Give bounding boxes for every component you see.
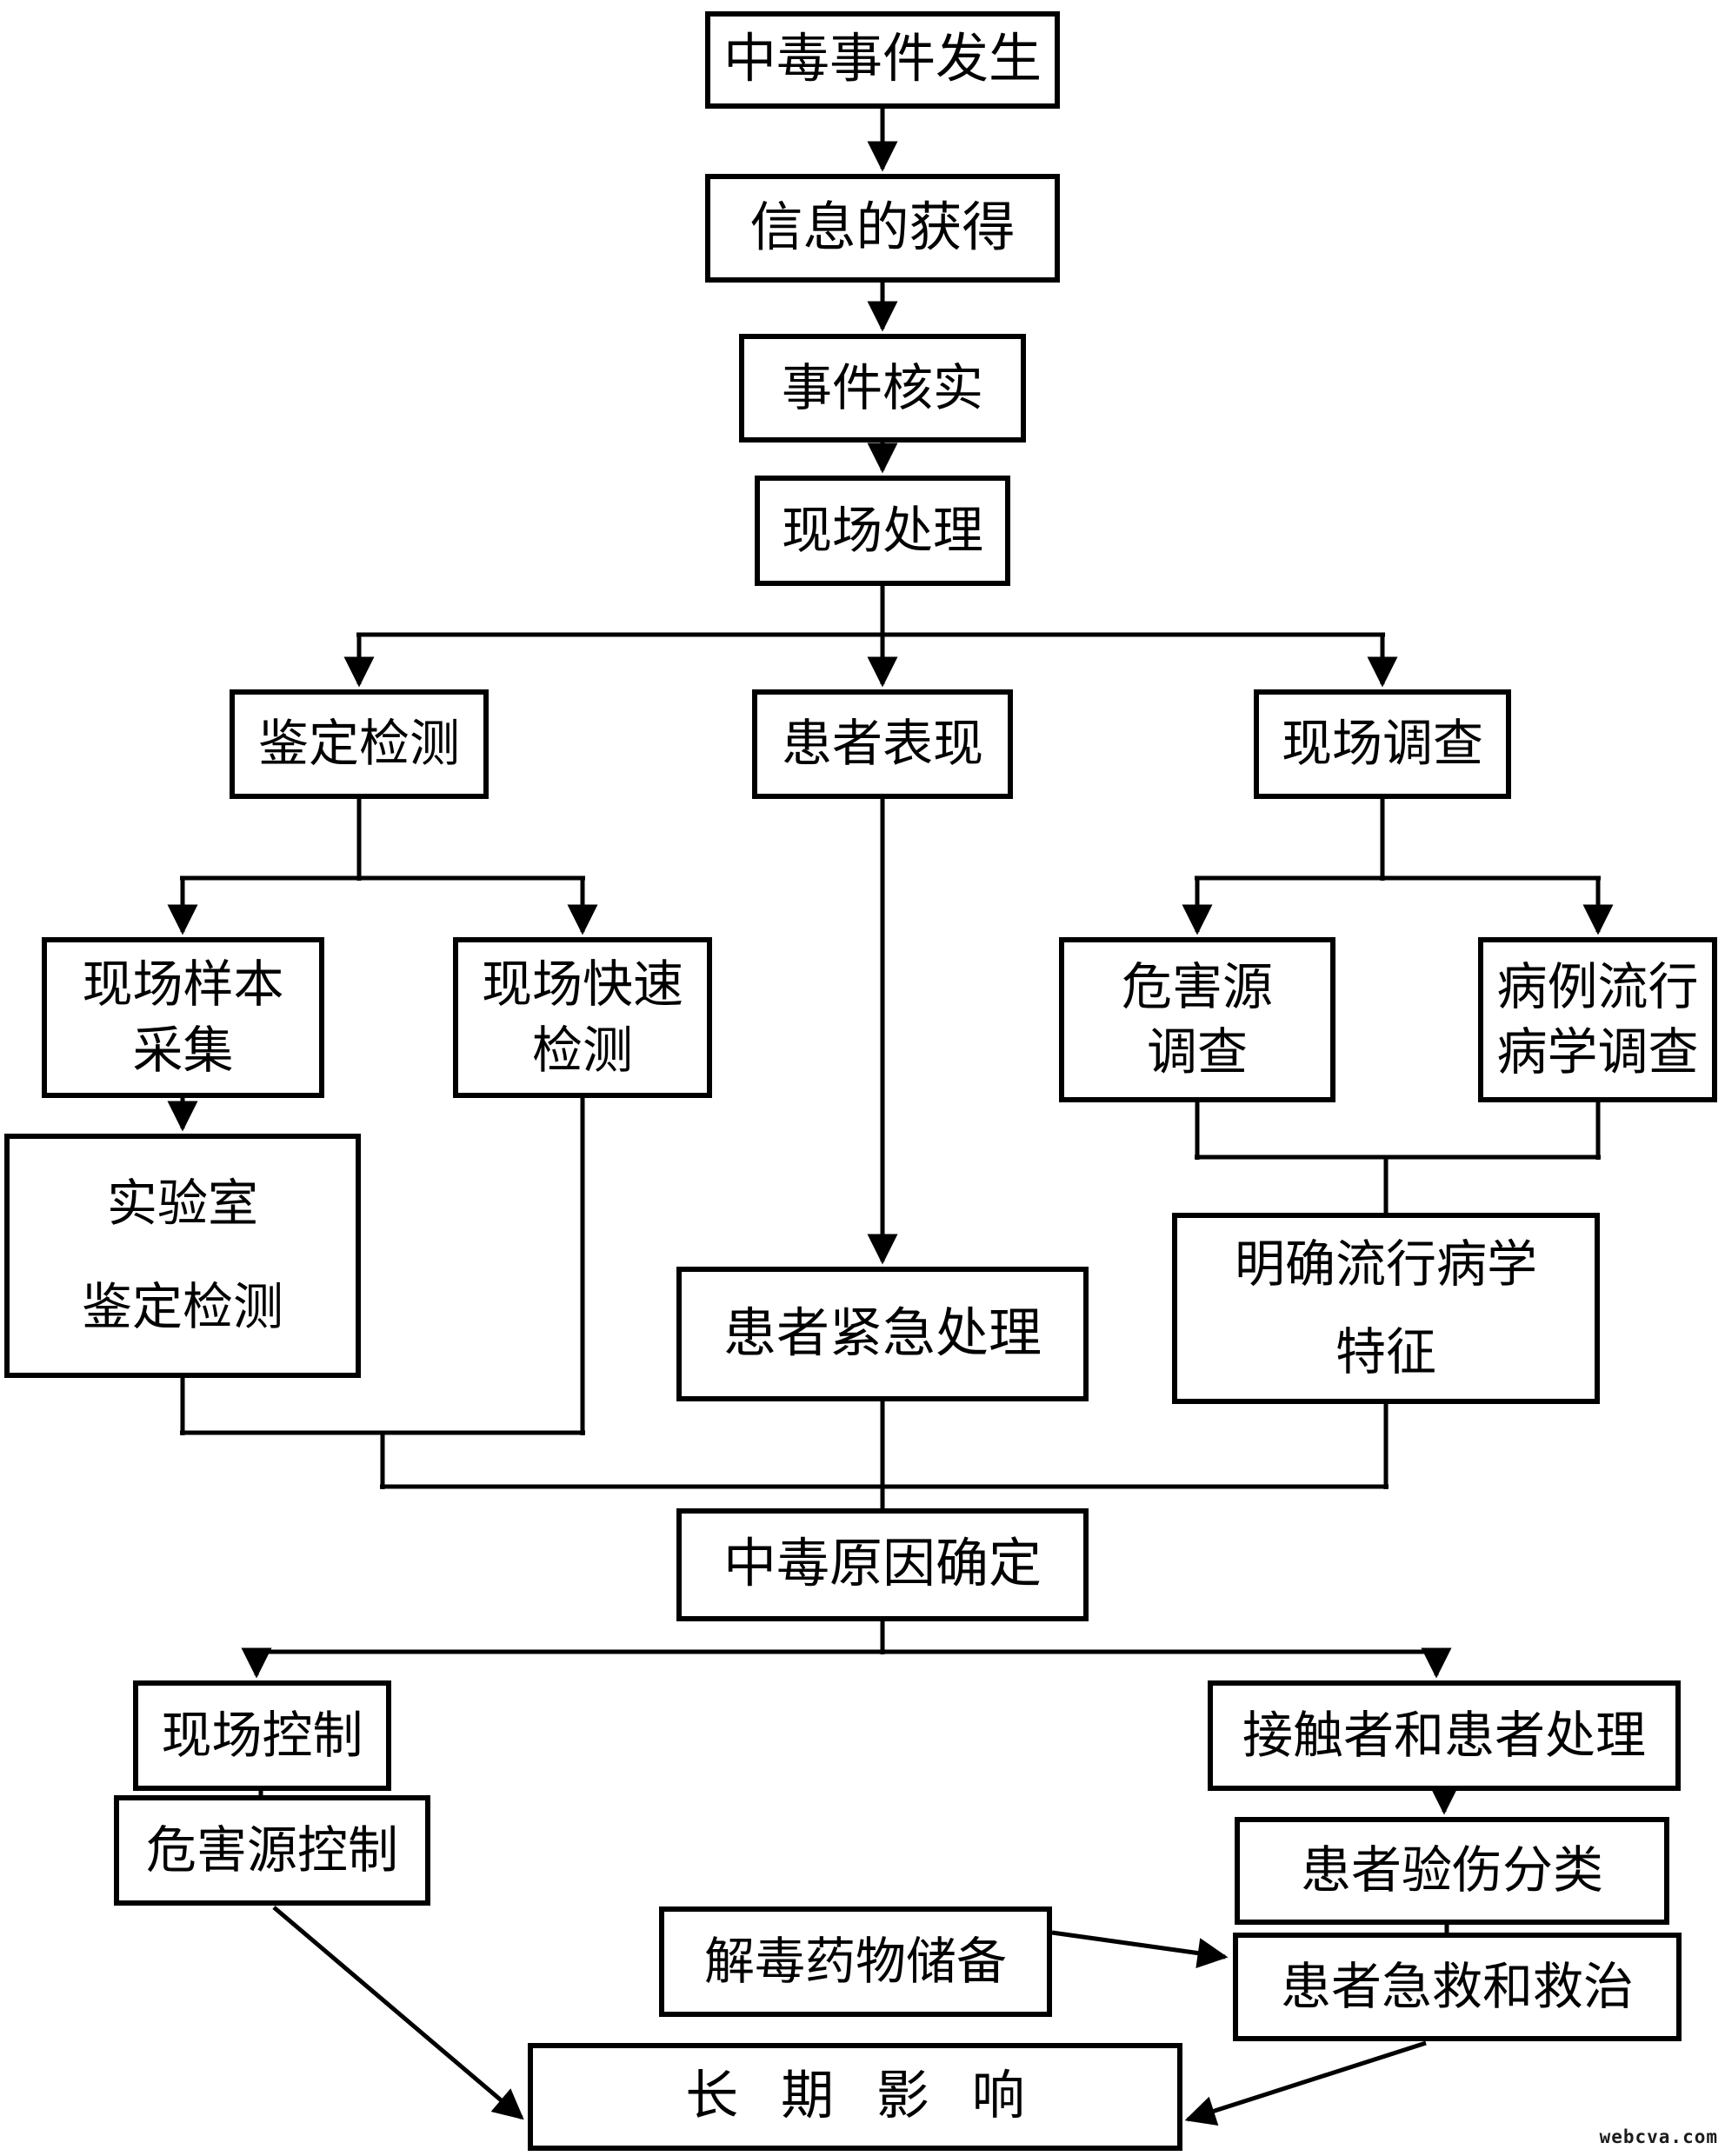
node-poisoning-cause-determination: 中毒原因确定: [676, 1508, 1089, 1621]
node-patient-first-aid-treatment: 患者急救和救治: [1233, 1933, 1682, 2041]
node-scene-control: 现场控制: [133, 1680, 391, 1791]
node-laboratory-identification-testing: 实验室 鉴定检测: [4, 1134, 361, 1378]
node-epidemiological-characteristics: 明确流行病学 特征: [1172, 1213, 1600, 1404]
node-information-acquisition: 信息的获得: [705, 174, 1060, 283]
node-scene-investigation: 现场调查: [1254, 689, 1511, 799]
node-identification-testing: 鉴定检测: [230, 689, 489, 799]
node-scene-rapid-testing: 现场快速 检测: [453, 937, 712, 1098]
node-scene-sample-collection: 现场样本 采集: [42, 937, 324, 1098]
node-case-epidemiology-investigation: 病例流行 病学调查: [1478, 937, 1717, 1102]
node-contact-and-patient-handling: 接触者和患者处理: [1208, 1680, 1681, 1791]
node-patient-emergency-handling: 患者紧急处理: [676, 1267, 1089, 1401]
node-incident-occurs: 中毒事件发生: [705, 11, 1060, 109]
node-event-verification: 事件核实: [739, 334, 1026, 443]
node-hazard-source-investigation: 危害源 调查: [1059, 937, 1335, 1102]
node-hazard-source-control: 危害源控制: [114, 1795, 430, 1906]
node-patient-triage: 患者验伤分类: [1235, 1817, 1669, 1925]
node-scene-handling: 现场处理: [755, 476, 1010, 586]
node-patient-presentation: 患者表现: [752, 689, 1013, 799]
node-antidote-reserve: 解毒药物储备: [659, 1906, 1052, 2017]
node-long-term-effects: 长期影响: [528, 2043, 1182, 2151]
watermark-text: webcva.com: [1599, 2126, 1718, 2147]
